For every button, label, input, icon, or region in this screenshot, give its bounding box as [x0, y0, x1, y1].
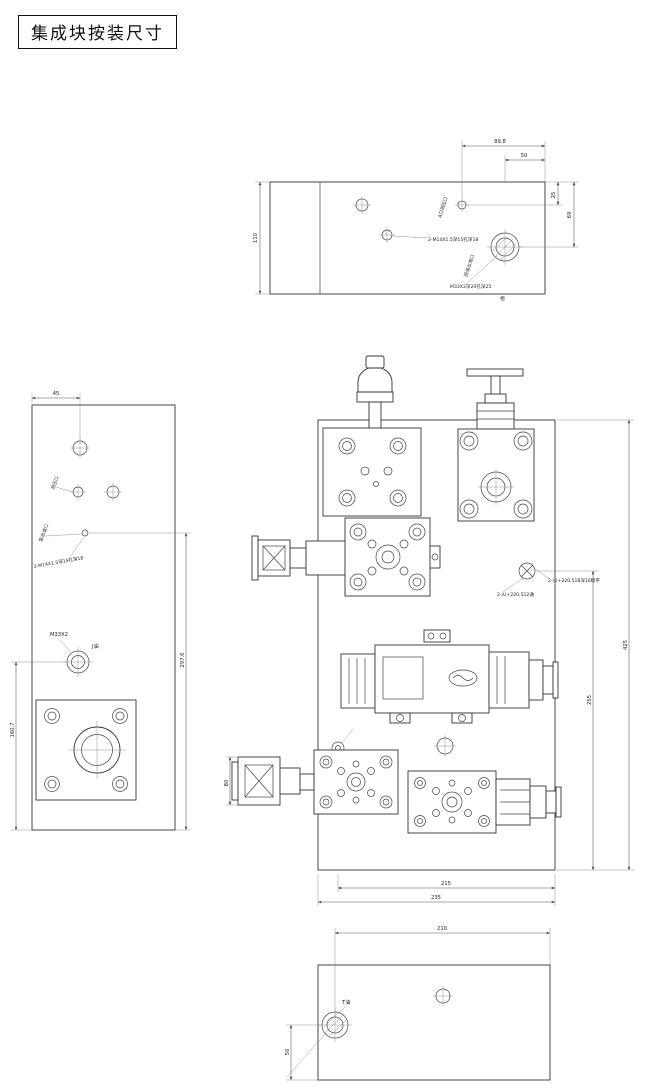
dim-50-bottom: 50 — [285, 1049, 291, 1056]
dim-80: 80 — [224, 780, 230, 787]
dim-160-7: 160.7 — [10, 723, 16, 738]
side-view-notes: 测压口 泵出油口 2-M14X1.5深15孔深18 M33X2 J油 — [33, 475, 99, 653]
note-j-port: J油 — [91, 642, 99, 650]
dim-210: 210 — [437, 926, 447, 932]
threaded-hole-m33 — [487, 229, 523, 265]
note-pump-port: 泵出油口 — [37, 523, 50, 543]
dim-50-top: 50 — [521, 153, 528, 159]
dim-255: 255 — [587, 695, 593, 705]
block-ports — [331, 728, 456, 757]
top-view-notes: A口测压口 2-M14X1.5深15孔深18 回油出油口 M33X2深20孔深2… — [392, 196, 505, 302]
directional-valve — [340, 629, 559, 724]
relief-valve — [457, 368, 535, 522]
dim-45: 45 — [53, 391, 60, 397]
bottom-view-dimensions: 210 50 — [285, 926, 551, 1081]
dim-25: 25 — [551, 192, 557, 199]
dim-425: 425 — [623, 640, 629, 650]
note-t-port: T油 — [341, 998, 350, 1006]
front-view-dimensions: 425 255 80 215 235 — [224, 419, 634, 906]
dim-110: 110 — [253, 233, 259, 243]
solenoid-valve-middle — [251, 517, 441, 597]
top-view-dimensions: 89.8 50 25 69 110 — [253, 139, 579, 295]
solenoid-valve-lower-left — [231, 749, 399, 815]
drawing-title-text: 集成块按装尺寸 — [31, 24, 164, 44]
side-view-dimensions: 45 297.6 160.7 — [10, 391, 191, 831]
top-view: 89.8 50 25 69 110 A口测压口 2-M14X1.5深15孔深18 — [253, 139, 579, 302]
solenoid-valve-lower-right — [407, 770, 562, 834]
top-view-holes — [353, 196, 523, 265]
note-mark: 相 — [500, 295, 505, 302]
pilot-valve-top-left — [322, 355, 422, 517]
bottom-view: T油 210 50 — [285, 926, 551, 1081]
side-view-flange — [35, 699, 137, 801]
dim-215: 215 — [441, 881, 451, 887]
note-m14-thread-side: 2-M14X1.5深15孔深18 — [33, 554, 84, 570]
dim-69: 69 — [567, 212, 573, 219]
counterbored-holes: 2-\U+220,518深16锪平 2-\U+220,512通 — [497, 562, 600, 598]
note-m14-thread-top: 2-M14X1.5深15孔深18 — [428, 236, 478, 243]
dim-235: 235 — [431, 895, 441, 901]
note-return-port: 回油出油口 — [462, 253, 476, 277]
note-port-a: A口测压口 — [436, 196, 449, 219]
m33-port — [63, 647, 93, 677]
dim-297-6: 297.6 — [180, 653, 186, 668]
drawing-title: 集成块按装尺寸 — [18, 15, 177, 49]
note-hole-12: 2-\U+220,512通 — [497, 591, 534, 598]
side-view: 45 297.6 160.7 测压口 泵出油口 2-M14X1.5深15孔深18… — [10, 391, 191, 831]
front-view: 2-\U+220,518深16锪平 2-\U+220,512通 — [224, 355, 634, 906]
note-gauge-port: 测压口 — [49, 475, 60, 491]
note-m33-side: M33X2 — [50, 632, 68, 638]
note-m33-thread-top: M33X2深20孔深25 — [450, 283, 491, 290]
dim-89-8: 89.8 — [494, 139, 506, 145]
side-view-holes — [63, 438, 122, 677]
note-hole-18: 2-\U+220,518深16锪平 — [548, 577, 600, 584]
